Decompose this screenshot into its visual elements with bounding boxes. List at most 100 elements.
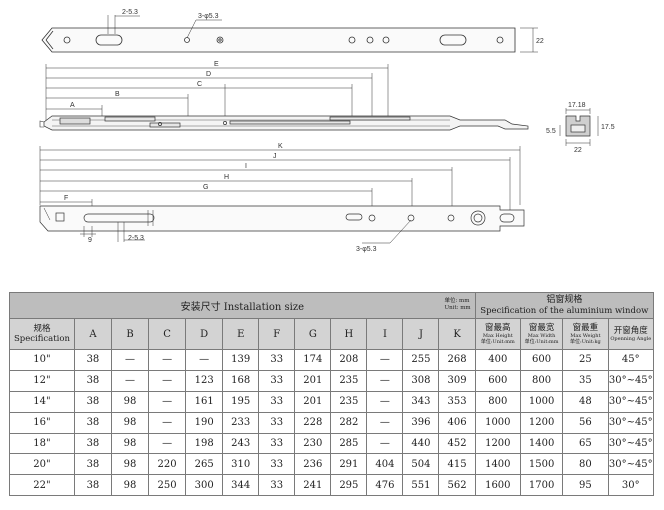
cell-max-weight: 65 [562,432,609,455]
max-weight-header: 窗最重 Max Weight 单位:Unit:kg [562,318,609,350]
cell-f: 33 [258,432,296,455]
column-header-row: 规格 Specification A B C D E F G H I J K 窗… [9,318,655,350]
cell-f: 33 [258,369,296,392]
cell-e: 168 [222,369,260,392]
cell-max-height: 1200 [474,432,521,455]
cell-k: 406 [438,411,476,434]
cell-b: 98 [110,432,150,455]
cell-g: 236 [294,453,332,476]
cell-h: 208 [330,349,368,371]
cell-max-height: 400 [474,349,521,371]
cell-max-height: 1600 [474,474,521,497]
dim-label-e: E [214,61,219,68]
cell-e: 243 [222,432,260,455]
cell-i: — [366,432,404,455]
cell-b: 98 [110,411,150,434]
cell-max-height: 600 [474,369,521,392]
cell-opening-angle: 45° [607,349,655,371]
cell-c: — [148,411,187,434]
profile-cross-section [559,108,599,146]
cell-d: 123 [185,369,224,392]
cell-b: 98 [110,390,150,413]
aluminium-window-header: 铝窗规格 Specification of the aluminium wind… [474,292,655,319]
dim-label-b: B [115,91,120,98]
cell-g: 201 [294,369,332,392]
cell-a: 38 [73,453,112,476]
cell-a: 38 [73,474,112,497]
col-header-d: D [185,318,224,350]
cell-d: — [185,349,224,371]
cell-g: 230 [294,432,332,455]
cell-b: 98 [110,474,150,497]
cell-j: 504 [402,453,440,476]
cell-f: 33 [258,390,296,413]
dim-label-d: D [206,71,211,78]
dim-label-i: I [245,163,247,170]
cell-max-width: 1700 [519,474,564,497]
cell-i: — [366,390,404,413]
opening-angle-header: 开窗角度 Openning Angle [607,318,655,350]
bottom-offset-label: 9 [88,237,92,244]
cell-max-width: 1500 [519,453,564,476]
cell-i: 404 [366,453,404,476]
installation-size-title: 安装尺寸 Installation size [180,302,305,313]
cell-g: 201 [294,390,332,413]
cell-d: 265 [185,453,224,476]
cell-max-weight: 35 [562,369,609,392]
cell-k: 353 [438,390,476,413]
side-view-assembly [39,64,529,131]
cell-b: — [110,349,150,371]
cell-g: 241 [294,474,332,497]
cell-h: 235 [330,390,368,413]
cell-opening-angle: 30° [607,474,655,497]
cell-e: 310 [222,453,260,476]
cell-opening-angle: 30°~45° [607,432,655,455]
cell-k: 268 [438,349,476,371]
cell-d: 300 [185,474,224,497]
cell-spec: 12" [9,369,75,392]
col-header-h: H [330,318,368,350]
cell-max-weight: 95 [562,474,609,497]
cell-i: 476 [366,474,404,497]
cell-i: — [366,411,404,434]
cell-k: 452 [438,432,476,455]
cell-max-height: 1000 [474,411,521,434]
bottom-slot-label: 2-5.3 [128,235,144,242]
cell-spec: 20" [9,453,75,476]
profile-bottom-width: 22 [574,147,582,154]
cell-e: 195 [222,390,260,413]
cell-spec: 18" [9,432,75,455]
cell-i: — [366,369,404,392]
cell-max-height: 800 [474,390,521,413]
cell-opening-angle: 30°~45° [607,453,655,476]
cell-f: 33 [258,474,296,497]
cell-j: 551 [402,474,440,497]
cell-b: — [110,369,150,392]
cell-k: 309 [438,369,476,392]
profile-left-height: 5.5 [546,128,556,135]
cell-max-weight: 25 [562,349,609,371]
cell-spec: 16" [9,411,75,434]
col-header-c: C [148,318,187,350]
cell-j: 396 [402,411,440,434]
cell-c: — [148,369,187,392]
cell-max-height: 1400 [474,453,521,476]
cell-d: 161 [185,390,224,413]
cell-e: 344 [222,474,260,497]
cell-max-weight: 56 [562,411,609,434]
specification-table: 安装尺寸 Installation size 单位: mm Unit: mm 铝… [9,292,655,497]
cell-c: — [148,390,187,413]
cell-c: — [148,349,187,371]
top-hole-label: 3-φ5.3 [198,13,219,20]
bottom-arm-view [39,146,525,244]
cell-f: 33 [258,411,296,434]
cell-a: 38 [73,390,112,413]
max-width-header: 窗最宽 Max Width 单位:Unit:mm [519,318,564,350]
top-height-label: 22 [536,38,544,45]
